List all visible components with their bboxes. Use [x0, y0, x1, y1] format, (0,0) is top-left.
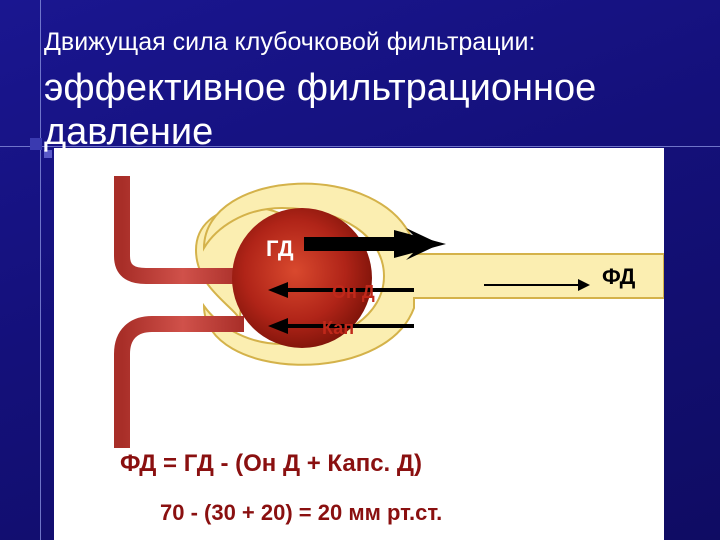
fd-arrowhead [578, 279, 590, 291]
slide-title: эффективное фильтрационное давление [44, 67, 597, 153]
onc-label: Он Д [332, 282, 375, 302]
formula-line: ФД = ГД - (Он Д + Капс. Д) [120, 450, 422, 477]
afferent-arteriole [114, 176, 244, 284]
gd-arrowhead-main [394, 230, 446, 258]
diagram-panel: ГД Он Д Кап ФД ФД = ГД - (Он Д + Капс. Д… [54, 148, 664, 540]
gd-label: ГД [266, 236, 294, 261]
decorative-vertical-line [40, 0, 41, 540]
decorative-horizontal-line [0, 146, 720, 147]
calculation-line: 70 - (30 + 20) = 20 мм рт.ст. [160, 500, 443, 525]
decorative-square-small [44, 150, 52, 158]
onc-arrowhead [268, 282, 288, 298]
fd-label: ФД [602, 264, 636, 289]
caps-label: Кап [322, 318, 354, 338]
efferent-arteriole [114, 316, 244, 448]
slide-subtitle: Движущая сила клубочковой фильтрации: [44, 28, 536, 56]
nephron-diagram: ГД Он Д Кап ФД [114, 176, 664, 448]
decorative-square [30, 138, 42, 150]
caps-arrowhead [268, 318, 288, 334]
